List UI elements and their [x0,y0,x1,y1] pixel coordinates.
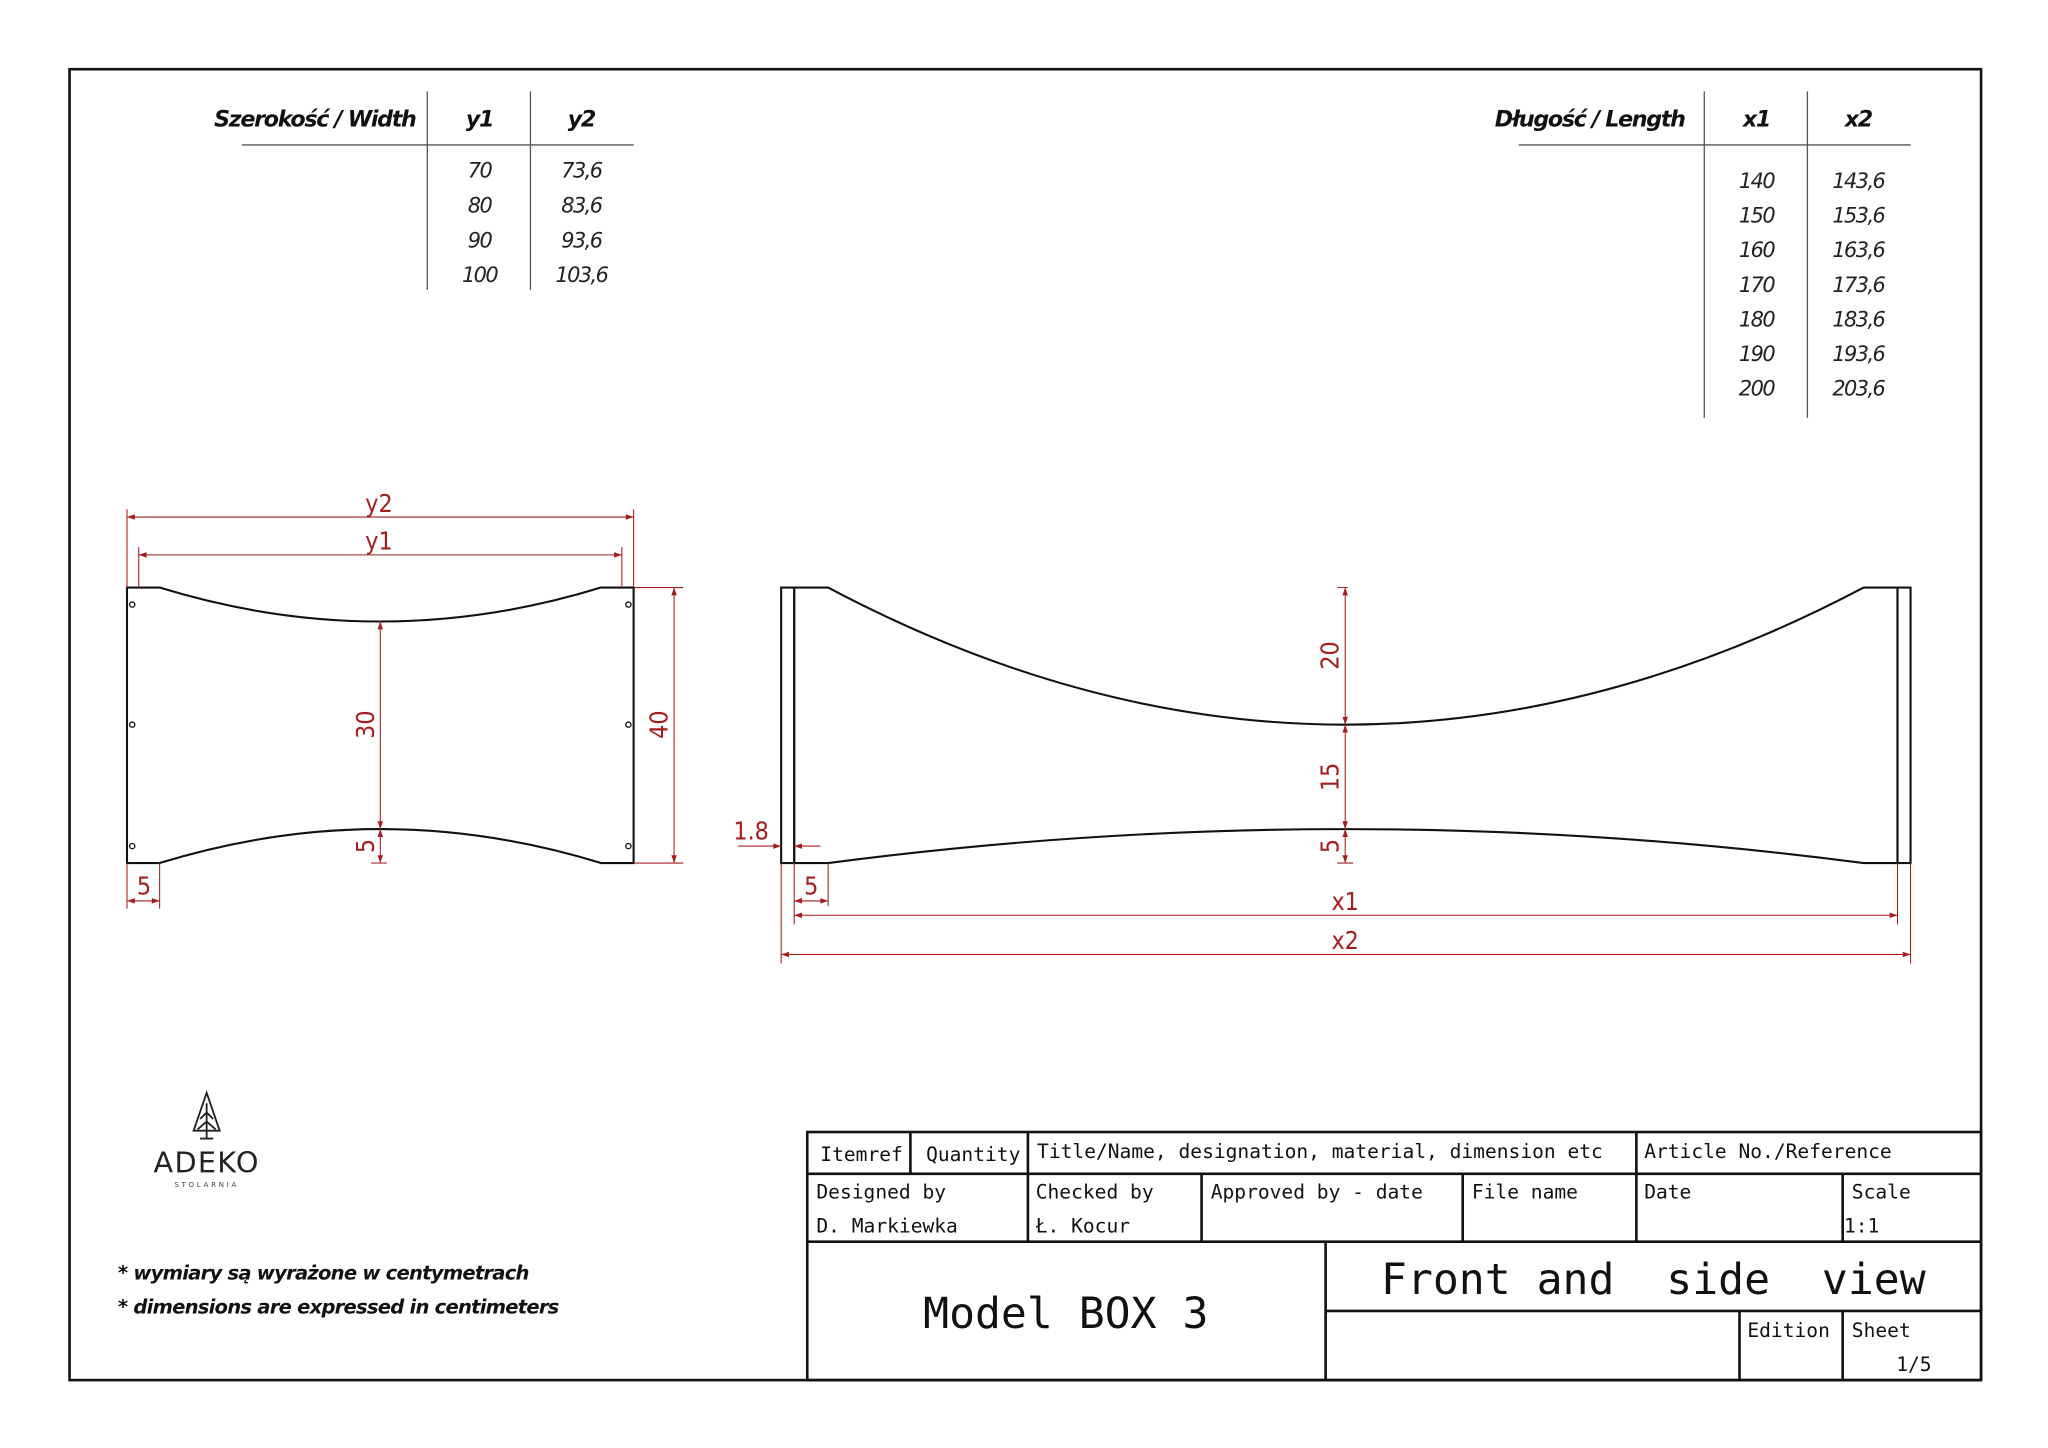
dim-20-label: 20 [1316,641,1345,669]
width-table-cell: 100 [462,263,498,287]
dowel-holes [128,601,632,850]
width-table-header-label: Szerokość / Width [214,107,416,133]
dim-30-label: 30 [351,710,380,738]
dim-x1-label: x1 [1332,887,1359,916]
itemref-label: Itemref [820,1143,903,1166]
date-label: Date [1644,1181,1691,1204]
length-table-cell: 170 [1739,273,1775,297]
dim-5-front-label: 5 [1316,839,1345,853]
length-table-row: 140 143,6 [1739,169,1887,193]
width-table: Szerokość / Width y1 y2 70 73,6 80 83,6 90 93… [214,91,634,290]
side-view: y2 y1 30 5 40 5 [125,489,684,909]
length-table-cell: 200 [1739,377,1775,401]
width-table-cell: 93,6 [561,228,602,252]
length-table-header-x2: x2 [1844,107,1873,133]
logo-name: ADEKO [153,1146,259,1180]
length-table-row: 180 183,6 [1739,307,1887,331]
note-english: * dimensions are expressed in centimeter… [118,1296,559,1319]
length-table-row: 160 163,6 [1739,238,1887,262]
approved-label: Approved by - date [1211,1181,1423,1204]
length-table-header-x1: x1 [1742,107,1770,133]
front-panel-outline [793,586,1899,865]
adeko-logo: ADEKO STOLARNIA [153,1090,259,1189]
dim-5-front-edge-label: 5 [804,871,818,900]
length-table-row: 150 153,6 [1739,204,1887,228]
quantity-label: Quantity [926,1143,1021,1166]
dim-y2-label: y2 [365,489,392,518]
width-table-header-y1: y1 [466,107,493,133]
width-table-cell: 70 [468,159,493,183]
length-table-row: 190 193,6 [1739,342,1887,366]
length-table-cell: 203,6 [1832,377,1885,401]
title-field-label: Title/Name, designation, material, dimen… [1037,1140,1603,1163]
dim-y1-label: y1 [365,527,392,556]
view-title: Front and side view [1381,1255,1926,1305]
dim-5-edge-label: 5 [137,871,151,900]
length-table-cell: 153,6 [1832,204,1885,228]
width-table-cell: 73,6 [561,159,602,183]
checked-by-label: Checked by [1036,1181,1154,1204]
length-table-cell: 193,6 [1832,342,1885,366]
left-side-board [780,586,796,865]
edition-label: Edition [1747,1319,1830,1342]
length-table-cell: 160 [1739,238,1775,262]
width-table-cell: 80 [468,193,493,217]
width-table-cell: 103,6 [555,263,608,287]
designed-by-label: Designed by [816,1181,946,1204]
article-label: Article No./Reference [1644,1140,1892,1163]
sheet-label: Sheet [1852,1319,1911,1342]
front-view: 20 15 5 1.8 5 x1 x2 [733,586,1912,964]
length-table-cell: 163,6 [1832,238,1885,262]
checked-by-value: Ł. Kocur [1035,1215,1131,1238]
tree-icon [192,1090,221,1140]
width-table-cell: 90 [468,228,493,252]
sheet-value: 1/5 [1896,1353,1931,1376]
dim-5-bottom-label: 5 [351,839,380,853]
length-table-cell: 150 [1739,204,1775,228]
length-table-row: 200 203,6 [1739,377,1887,401]
scale-label: Scale [1852,1181,1911,1204]
file-name-label: File name [1472,1181,1578,1204]
dim-40-label: 40 [645,710,674,738]
dim-1-8-label: 1.8 [733,817,768,846]
length-table-row: 170 173,6 [1739,273,1887,297]
dim-15-label: 15 [1316,763,1345,791]
width-table-row: 90 93,6 [468,228,605,252]
right-side-board [1896,586,1912,865]
length-table-cell: 173,6 [1832,273,1885,297]
length-table-cell: 140 [1739,169,1775,193]
length-table-cell: 143,6 [1832,169,1885,193]
dim-x2-label: x2 [1332,926,1359,955]
logo-subtitle: STOLARNIA [174,1180,239,1189]
width-table-row: 70 73,6 [468,159,605,183]
width-table-row: 80 83,6 [468,193,605,217]
length-table-cell: 190 [1739,342,1775,366]
note-polish: * wymiary są wyrażone w centymetrach [118,1262,529,1285]
model-name: Model BOX 3 [923,1289,1208,1339]
scale-value: 1:1 [1844,1215,1879,1238]
width-table-header-y2: y2 [568,107,596,133]
title-block: Itemref Quantity Title/Name, designation… [805,1130,1983,1382]
designed-by-value: D. Markiewka [816,1215,957,1238]
width-table-cell: 83,6 [561,193,602,217]
length-table-header-label: Długość / Length [1495,107,1685,133]
length-table-cell: 183,6 [1832,307,1885,331]
length-table-cell: 180 [1739,307,1775,331]
width-table-row: 100 103,6 [462,263,610,287]
